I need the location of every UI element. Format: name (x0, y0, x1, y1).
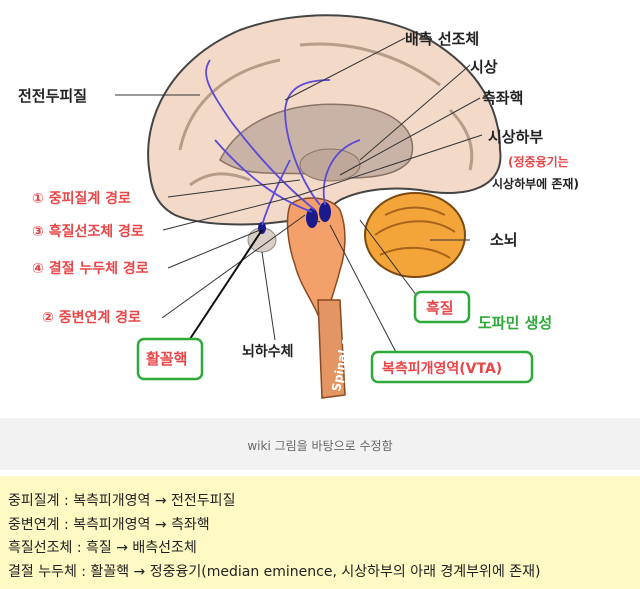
notes-box: 중피질계 : 복측피개영역 → 전전두피질 중변연계 : 복측피개영역 → 측좌… (0, 476, 640, 589)
label-dopamine: 도파민 생성 (478, 314, 552, 332)
pathway-mesocortical: ① 중피질계 경로 (32, 190, 131, 207)
label-vta: 복측피개영역(VTA) (382, 360, 502, 377)
label-pituitary: 뇌하수체 (242, 343, 294, 360)
note-line: 중변연계 : 복측피개영역 → 측좌핵 (8, 517, 210, 533)
label-ventral-striatum: 배측 선조체 (405, 30, 479, 48)
note-line: 결절 누두체 : 활꼴핵 → 정중융기(median eminence, 시상하… (8, 564, 541, 580)
brainstem (286, 197, 346, 316)
note-line: 중피질계 : 복측피개영역 → 전전두피질 (8, 493, 236, 509)
pathway-nigrostriatal: ③ 흑질선조체 경로 (32, 223, 144, 240)
label-median-eminence-a: (정중융기는 (508, 154, 569, 169)
pathway-mesolimbic: ② 중변연계 경로 (42, 309, 141, 326)
caption-band (0, 418, 640, 470)
brain-diagram: 배측 선조체 시상 측좌핵 시상하부 (정중융기는 시상하부에 존재) 전전두피… (18, 14, 579, 399)
label-substantia-nigra: 흑질 (426, 299, 454, 317)
label-hypothalamus: 시상하부 (488, 128, 543, 146)
spinal-cord (317, 299, 346, 399)
note-line: 흑질선조체 : 흑질 → 배측선조체 (8, 540, 197, 556)
label-thalamus: 시상 (470, 58, 498, 76)
label-nucleus-accumbens: 측좌핵 (482, 89, 523, 107)
label-prefrontal: 전전두피질 (18, 87, 87, 105)
pathway-tuberoinfundibular: ④ 결절 누두체 경로 (32, 260, 149, 277)
figure-caption: wiki 그림을 바탕으로 수정함 (247, 439, 393, 453)
cerebellum-shape (364, 192, 466, 278)
label-cerebellum: 소뇌 (490, 231, 518, 249)
label-arcuate: 활꼴핵 (146, 350, 187, 368)
label-median-eminence-b: 시상하부에 존재) (492, 176, 579, 191)
